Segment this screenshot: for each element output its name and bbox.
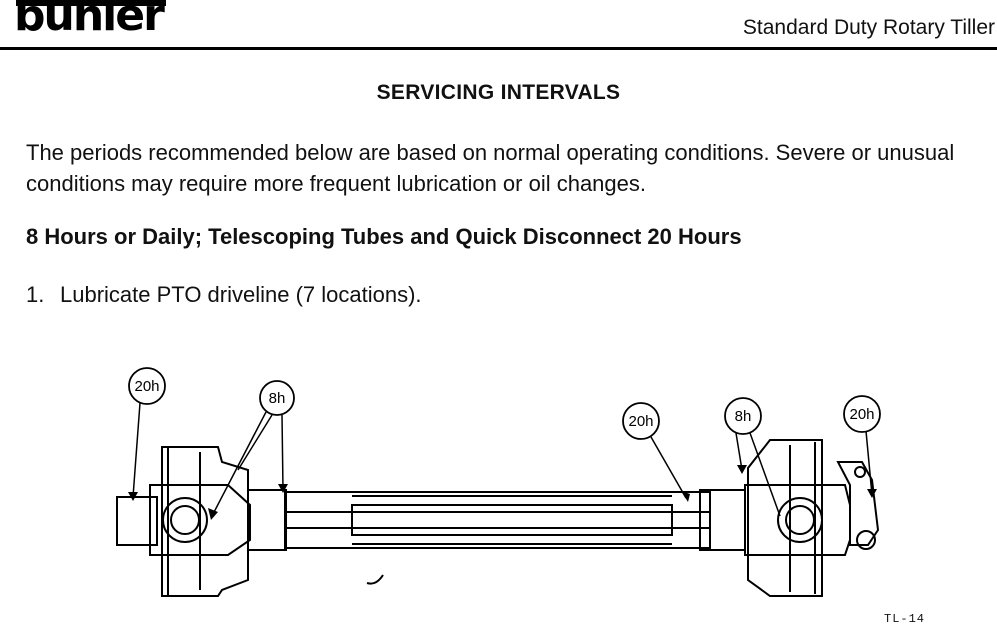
callout-label: 20h: [628, 413, 653, 430]
left-shield: [161, 446, 249, 597]
right-shield: [747, 439, 823, 597]
callout-label: 8h: [269, 390, 286, 407]
logo-bar: [16, 0, 166, 6]
left-u-joint: [162, 497, 208, 543]
callout-label: 20h: [849, 406, 874, 423]
callout-circle-8h-right: [724, 397, 762, 435]
figure-label: TL-14: [884, 612, 926, 626]
callout-label: 8h: [735, 408, 752, 425]
header-divider: [0, 47, 997, 50]
quick-disconnect: [836, 461, 880, 546]
left-yoke-block: [116, 496, 158, 546]
callout-circle-8h-left: [259, 380, 295, 416]
callout-circle-20h-right: [843, 395, 881, 433]
document-title: Standard Duty Rotary Tiller: [742, 16, 995, 39]
brand-logo: buhler: [14, 0, 165, 41]
callout-label: 20h: [134, 378, 159, 395]
intro-paragraph: The periods recommended below are based …: [26, 140, 955, 196]
outer-tube: [284, 491, 711, 549]
inner-tube: [351, 504, 673, 536]
right-u-joint: [777, 497, 823, 543]
callout-circle-20h-center: [622, 402, 660, 440]
step-number: 1.: [26, 282, 45, 307]
step-item: 1. Lubricate PTO driveline (7 locations).: [26, 282, 422, 308]
section-title: SERVICING INTERVALS: [376, 81, 621, 104]
callout-circle-20h-left: [128, 367, 166, 405]
interval-subheading: 8 Hours or Daily; Telescoping Tubes and …: [26, 224, 742, 249]
step-text: Lubricate PTO driveline (7 locations).: [60, 282, 422, 307]
